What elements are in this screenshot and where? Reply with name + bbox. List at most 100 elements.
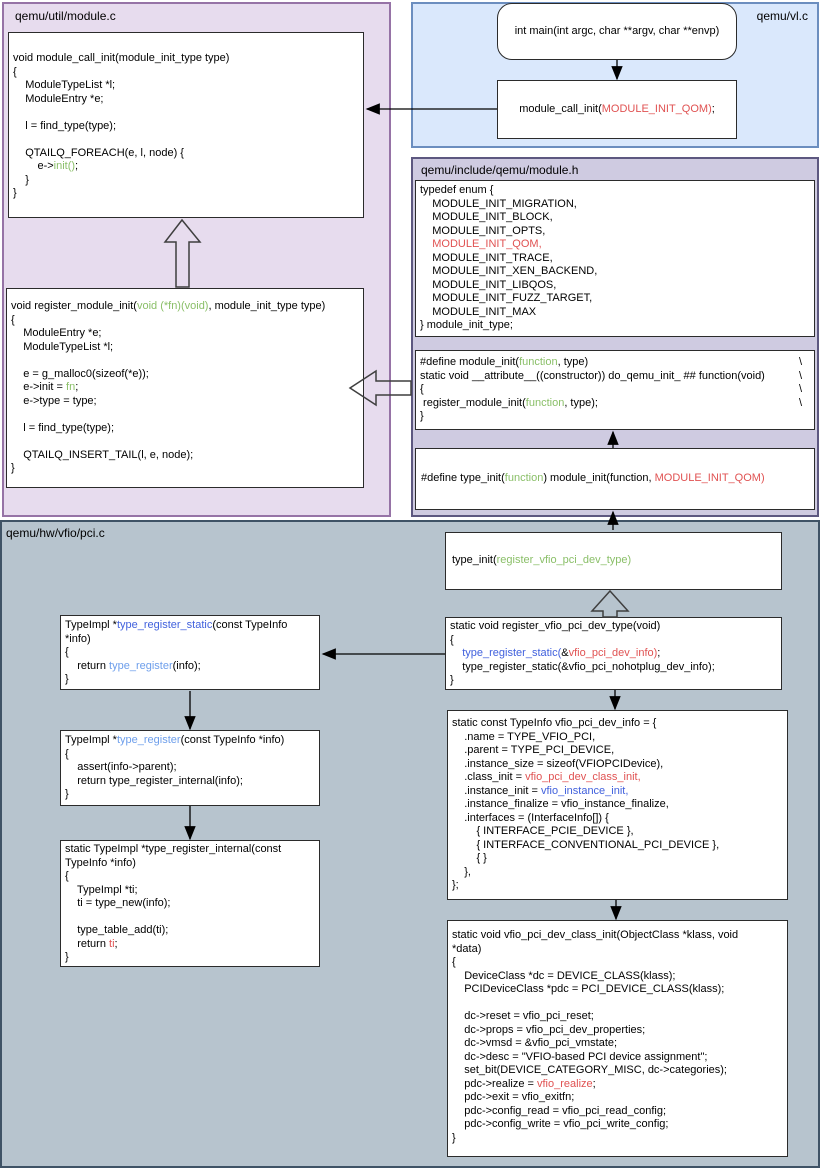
code-line: ModuleEntry *e; (13, 92, 104, 105)
code-line: .instance_finalize = vfio_instance_final… (452, 798, 669, 810)
code-box-type-init-call: type_init(register_vfio_pci_dev_type) (445, 532, 782, 590)
code-line: type_table_add(ti); (65, 924, 169, 936)
container-module-h-title: qemu/include/qemu/module.h (421, 163, 579, 177)
code-line: ModuleTypeList *l; (11, 340, 114, 353)
code-line: .class_init = vfio_pci_dev_class_init, (452, 771, 641, 783)
code-line (11, 435, 359, 449)
code-box-vfio-pci-dev-class-init: static void vfio_pci_dev_class_init(Obje… (447, 920, 788, 1157)
code-box-type-register: TypeImpl *type_register(const TypeInfo *… (60, 730, 320, 806)
code-line: } (452, 1131, 456, 1144)
code-line: }, (452, 865, 471, 878)
code-line (13, 133, 359, 147)
code-line: module_call_init(MODULE_INIT_QOM); (519, 102, 715, 115)
code-line: { (13, 65, 17, 78)
code-line: l = find_type(type); (11, 421, 115, 434)
code-line: ti = type_new(info); (65, 897, 171, 909)
code-line: type_register_static(&vfio_pci_dev_info)… (462, 647, 661, 659)
code-box-module-call-init: void module_call_init(module_init_type t… (8, 32, 364, 218)
code-line: { (65, 747, 69, 760)
code-line: } (13, 187, 17, 199)
code-line: MODULE_INIT_BLOCK, (420, 211, 553, 223)
code-line: dc->reset = vfio_pci_reset; (452, 1010, 594, 1022)
code-line: e->init(); (13, 160, 79, 172)
code-line: } module_init_type; (420, 319, 513, 331)
code-line: } (450, 674, 454, 686)
code-box-main: int main(int argc, char **argv, char **e… (497, 3, 737, 60)
code-line: QTAILQ_INSERT_TAIL(l, e, node); (11, 448, 194, 461)
code-line: #define module_init(function, type)\ (420, 356, 802, 368)
code-line (11, 354, 359, 368)
code-line: type_register_static(&vfio_pci_nohotplug… (450, 660, 715, 673)
code-line: MODULE_INIT_XEN_BACKEND, (420, 265, 598, 277)
code-line: TypeInfo *info) (65, 856, 136, 869)
code-line: .interfaces = (InterfaceInfo[]) { (452, 811, 609, 824)
code-line: return ti; (65, 937, 118, 950)
code-line: void register_module_init(void (*fn)(voi… (11, 300, 326, 312)
code-line: pdc->config_write = vfio_pci_write_confi… (452, 1118, 669, 1130)
code-line: static void __attribute__((constructor))… (420, 369, 802, 382)
code-line: } (65, 673, 69, 685)
container-module-c-title: qemu/util/module.c (15, 9, 116, 23)
code-line: TypeImpl *ti; (65, 883, 138, 896)
code-line: DeviceClass *dc = DEVICE_CLASS(klass); (452, 969, 676, 982)
code-line: } (65, 788, 69, 800)
code-line: *info) (65, 632, 91, 645)
code-line: register_module_init(function, type);\ (420, 396, 802, 409)
code-line (11, 408, 359, 422)
code-line: ModuleEntry *e; (11, 327, 102, 339)
code-line: } (11, 462, 15, 474)
code-line: type_init(register_vfio_pci_dev_type) (452, 554, 632, 567)
code-line: TypeImpl *type_register(const TypeInfo *… (65, 734, 285, 746)
code-line: .instance_size = sizeof(VFIOPCIDevice), (452, 757, 664, 770)
code-line: e->type = type; (11, 394, 97, 407)
code-box-type-register-static: TypeImpl *type_register_static(const Typ… (60, 615, 320, 690)
code-line: .name = TYPE_VFIO_PCI, (452, 730, 596, 743)
code-line: ModuleTypeList *l; (13, 79, 116, 91)
code-line: set_bit(DEVICE_CATEGORY_MISC, dc->catego… (452, 1064, 727, 1076)
code-line: MODULE_INIT_MAX (420, 305, 537, 318)
code-line: { (450, 633, 454, 646)
code-box-vfio-pci-dev-info: static const TypeInfo vfio_pci_dev_info … (447, 710, 788, 900)
code-line: int main(int argc, char **argv, char **e… (514, 24, 720, 37)
code-line: dc->desc = "VFIO-based PCI device assign… (452, 1050, 708, 1063)
code-line: #define type_init(function) module_init(… (421, 472, 765, 485)
code-line: dc->props = vfio_pci_dev_properties; (452, 1023, 646, 1036)
code-line: MODULE_INIT_OPTS, (420, 224, 546, 237)
code-line: pdc->realize = vfio_realize; (452, 1077, 596, 1090)
code-line: MODULE_INIT_MIGRATION, (420, 197, 577, 210)
container-pci-c-title: qemu/hw/vfio/pci.c (6, 526, 105, 540)
code-line: }; (452, 879, 459, 891)
code-line: QTAILQ_FOREACH(e, l, node) { (13, 146, 184, 159)
code-box-enum-module-init-type: typedef enum { MODULE_INIT_MIGRATION, MO… (415, 180, 815, 337)
code-box-module-call-init-qom: module_call_init(MODULE_INIT_QOM); (497, 80, 737, 139)
code-line: e = g_malloc0(sizeof(*e)); (11, 367, 149, 380)
code-box-register-module-init: void register_module_init(void (*fn)(voi… (6, 288, 364, 488)
code-line: { (452, 956, 456, 968)
code-line (452, 997, 783, 1011)
code-line: { (11, 313, 15, 326)
code-line: } (420, 410, 424, 422)
code-line (13, 106, 359, 120)
code-line: { (65, 646, 69, 658)
code-box-type-register-internal: static TypeImpl *type_register_internal(… (60, 840, 320, 967)
code-line: { INTERFACE_CONVENTIONAL_PCI_DEVICE }, (452, 838, 720, 851)
code-line: .parent = TYPE_PCI_DEVICE, (452, 744, 615, 756)
code-line: TypeImpl *type_register_static(const Typ… (65, 619, 288, 631)
code-line: static const TypeInfo vfio_pci_dev_info … (452, 717, 657, 729)
code-line: return type_register_internal(info); (65, 774, 243, 787)
code-line (65, 911, 315, 925)
code-line: {\ (420, 383, 802, 395)
code-line: pdc->exit = vfio_exitfn; (452, 1091, 575, 1103)
code-line: static void vfio_pci_dev_class_init(Obje… (452, 929, 739, 941)
code-line: void module_call_init(module_init_type t… (13, 52, 230, 64)
code-line: MODULE_INIT_LIBQOS, (420, 278, 557, 291)
code-line: e->init = fn; (11, 381, 79, 393)
code-line: dc->vmsd = &vfio_pci_vmstate; (452, 1037, 618, 1049)
code-line: MODULE_INIT_FUZZ_TARGET, (420, 292, 593, 304)
code-line: pdc->config_read = vfio_pci_read_config; (452, 1104, 667, 1117)
code-line: { INTERFACE_PCIE_DEVICE }, (452, 825, 634, 837)
code-line: } (65, 951, 69, 963)
code-box-register-vfio-pci-dev-type: static void register_vfio_pci_dev_type(v… (445, 617, 782, 690)
code-line: { (65, 870, 69, 882)
